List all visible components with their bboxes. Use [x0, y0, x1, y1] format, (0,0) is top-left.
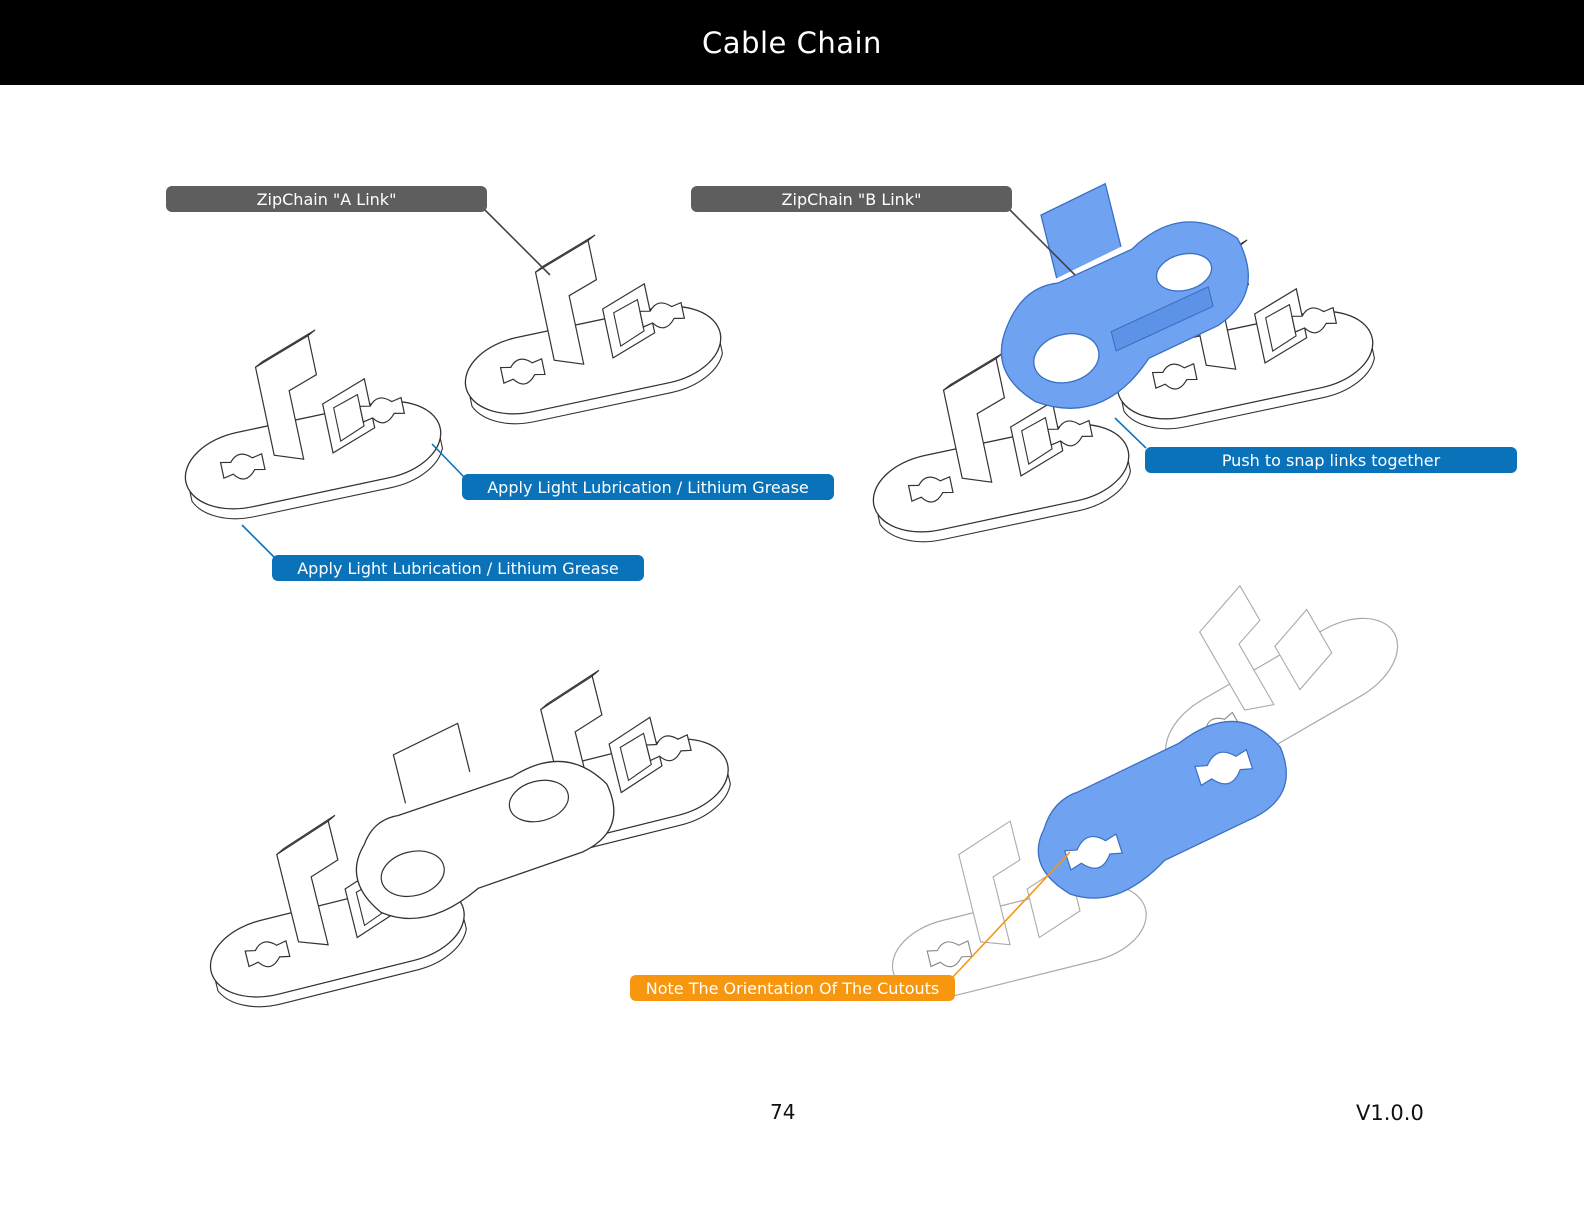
- cutout-link-highlight: [1037, 720, 1287, 899]
- b-link-leader: [1009, 209, 1076, 276]
- page-title: Cable Chain: [702, 25, 882, 60]
- lube-1-leader: [431, 443, 465, 478]
- b-link-highlight: [1000, 182, 1249, 409]
- a-link-label: ZipChain "A Link": [166, 186, 487, 212]
- b-link-label: ZipChain "B Link": [691, 186, 1012, 212]
- push-label: Push to snap links together: [1145, 447, 1517, 473]
- joined-chain-middle: [355, 722, 615, 920]
- lube-2-leader: [241, 524, 275, 558]
- a-link-right-part: [439, 213, 731, 435]
- a-link-left-part: [159, 308, 451, 530]
- lube-label-1: Apply Light Lubrication / Lithium Grease: [462, 474, 834, 500]
- version-label: V1.0.0: [1356, 1101, 1424, 1125]
- page-header: Cable Chain: [0, 0, 1584, 85]
- orientation-leader: [951, 851, 1071, 979]
- a-link-leader: [484, 209, 551, 276]
- page-number: 74: [770, 1100, 796, 1124]
- push-leader: [1114, 417, 1147, 449]
- orientation-label: Note The Orientation Of The Cutouts: [630, 975, 955, 1001]
- lube-label-2: Apply Light Lubrication / Lithium Grease: [272, 555, 644, 581]
